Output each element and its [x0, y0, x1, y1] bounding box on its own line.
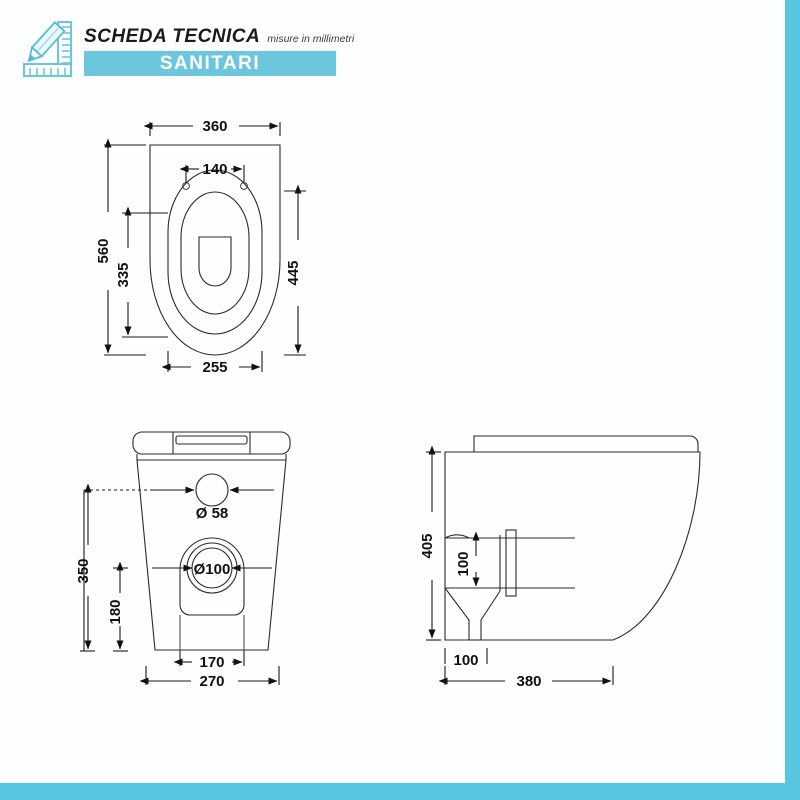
top-view: 360 140 560	[95, 118, 306, 376]
dimension-360: 360	[143, 118, 281, 136]
sheet-title-main: SCHEDA TECNICA	[84, 26, 261, 47]
sheet-title: SCHEDA TECNICA misure in millimetri	[84, 26, 354, 48]
svg-text:360: 360	[202, 118, 227, 135]
dimension-445: 445	[284, 184, 306, 356]
dimension-diameter-100: Ø100	[152, 561, 272, 578]
dimension-335: 335	[115, 206, 168, 338]
dimension-170: 170	[173, 651, 245, 671]
outlet-flange	[505, 529, 517, 597]
svg-text:380: 380	[516, 673, 541, 690]
dimension-180: 180	[107, 561, 128, 652]
dimension-405: 405	[419, 445, 441, 641]
sheet-header: SCHEDA TECNICA misure in millimetri SANIT…	[0, 0, 785, 92]
side-lid	[473, 435, 699, 453]
dimension-350: 350	[75, 483, 95, 652]
dimension-100-horizontal: 100	[444, 648, 488, 669]
bottom-accent-bar	[0, 783, 800, 800]
dimension-380: 380	[438, 666, 614, 690]
svg-text:180: 180	[107, 599, 124, 624]
category-banner: SANITARI	[84, 51, 336, 76]
category-banner-label: SANITARI	[159, 52, 261, 74]
svg-text:560: 560	[95, 238, 112, 263]
svg-text:270: 270	[199, 673, 224, 690]
pencil-ruler-icon	[18, 20, 82, 78]
side-view: 405 100 100 380	[419, 435, 701, 690]
dimension-140: 140	[179, 161, 245, 182]
svg-text:100: 100	[455, 551, 472, 576]
svg-text:350: 350	[75, 558, 92, 583]
seat-bar	[132, 431, 291, 455]
svg-text:445: 445	[285, 260, 302, 285]
svg-text:405: 405	[419, 533, 436, 558]
side-body	[444, 451, 701, 641]
sheet-subtitle: misure in millimetri	[267, 33, 355, 45]
rear-view: Ø 58 Ø100 350 180	[75, 431, 291, 690]
right-accent-bar	[785, 0, 800, 800]
dimension-100-vertical: 100	[455, 531, 480, 587]
outlet-outer-circle	[186, 542, 238, 594]
svg-text:170: 170	[199, 654, 224, 671]
outlet-inner-circle	[191, 547, 233, 589]
dimension-255: 255	[161, 351, 263, 376]
dimension-270: 270	[139, 666, 280, 690]
hinge-hole-right	[240, 182, 248, 190]
hinge-hole-left	[182, 182, 190, 190]
svg-text:335: 335	[115, 262, 132, 287]
svg-text:255: 255	[202, 359, 227, 376]
dimension-560: 560	[95, 138, 146, 356]
svg-text:Ø 58: Ø 58	[196, 505, 229, 522]
svg-text:140: 140	[202, 161, 227, 178]
inlet-circle	[195, 473, 229, 507]
svg-text:100: 100	[453, 652, 478, 669]
svg-text:Ø100: Ø100	[194, 561, 231, 578]
dimension-diameter-58: Ø 58	[150, 486, 274, 522]
